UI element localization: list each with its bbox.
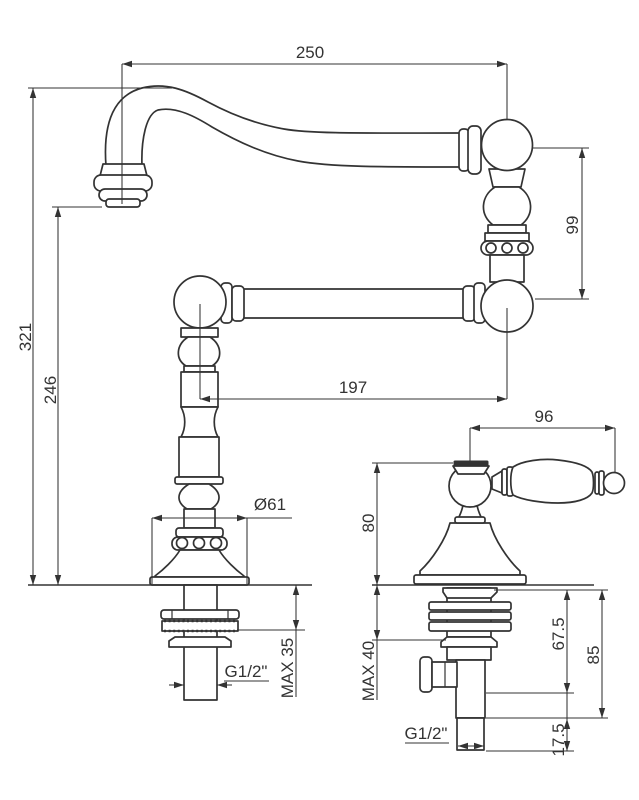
column-cylinder-2 xyxy=(178,436,220,478)
dim-label-246: 246 xyxy=(41,376,60,404)
dim-label-max35: MAX 35 xyxy=(278,638,297,698)
dim-valve-depth-85: 85 xyxy=(486,590,608,719)
column-bead-1 xyxy=(175,536,189,550)
dimension-annotations: 250 99 321 246 197 xyxy=(16,43,616,757)
lever-neck xyxy=(491,470,503,494)
lever-knob xyxy=(602,471,626,495)
dim-spout-reach-250: 250 xyxy=(121,43,508,204)
dim-label-96: 96 xyxy=(535,407,554,426)
riser-ring-1 xyxy=(487,224,527,234)
dim-label-max40: MAX 40 xyxy=(359,641,378,701)
dim-base-diameter-61: Ø61 xyxy=(151,495,292,584)
column-bead-3 xyxy=(209,536,223,550)
riser-column xyxy=(480,168,534,283)
dim-label-80: 80 xyxy=(359,514,378,533)
spout xyxy=(93,85,482,208)
dim-label-17-5: 17.5 xyxy=(549,723,568,756)
column-urn-1 xyxy=(177,336,221,367)
valve-right-view xyxy=(372,458,626,751)
base-bell xyxy=(154,549,245,578)
dim-valve-depth-67-5: 67.5 xyxy=(486,589,608,719)
escutcheon-lip xyxy=(413,574,527,585)
dim-arm-length-197: 197 xyxy=(199,304,508,403)
dim-label-99: 99 xyxy=(563,216,582,235)
dim-handle-length-96: 96 xyxy=(469,407,616,472)
column-bead-2 xyxy=(192,536,206,550)
valve-body-under-deck xyxy=(419,587,512,751)
dim-label-67-5: 67.5 xyxy=(549,617,568,650)
arm-collar-left-2 xyxy=(231,285,245,322)
dim-total-height-321: 321 xyxy=(16,87,172,585)
riser-cylinder xyxy=(489,254,525,283)
side-outlet-flange xyxy=(419,656,433,693)
column-urn-2 xyxy=(178,483,220,510)
dim-label-85: 85 xyxy=(584,646,603,665)
valve-top-nut xyxy=(442,587,498,599)
riser-bead-1 xyxy=(485,242,497,254)
dim-thread-right-g12: G1/2" xyxy=(405,724,484,750)
base-bell-lip xyxy=(149,576,250,586)
dim-spout-height-246: 246 xyxy=(41,206,102,585)
riser-ring-2 xyxy=(484,232,530,242)
dim-label-321: 321 xyxy=(16,323,35,351)
dim-label-d61: Ø61 xyxy=(254,495,286,514)
dim-shank-17-5: 17.5 xyxy=(486,719,574,757)
valve-fin-3 xyxy=(428,621,512,632)
faucet-left-view xyxy=(28,85,534,701)
dim-label-197: 197 xyxy=(339,378,367,397)
spout-collar-ring-2 xyxy=(467,125,482,175)
dim-handle-height-80: 80 xyxy=(359,462,453,585)
dim-swivel-offset-99: 99 xyxy=(533,147,589,300)
mounting-nut-left xyxy=(168,636,232,648)
dim-thread-left-g12: G1/2" xyxy=(169,662,269,689)
washer-plate xyxy=(160,609,240,620)
valve-fin-2 xyxy=(428,611,512,621)
column-flange-2 xyxy=(175,527,224,538)
ball-joint-top xyxy=(480,118,534,172)
handle-assembly xyxy=(413,458,626,585)
valve-fin-1 xyxy=(428,601,512,611)
riser-cup xyxy=(488,168,526,188)
spout-outline xyxy=(104,85,462,168)
column-flange-1 xyxy=(174,476,224,485)
dim-label-250: 250 xyxy=(296,43,324,62)
valve-lower-body xyxy=(455,659,486,719)
dim-max-40: MAX 40 xyxy=(359,585,446,701)
dim-label-g12-left: G1/2" xyxy=(225,662,268,681)
valve-upper-body xyxy=(446,646,492,661)
riser-bead-2 xyxy=(501,242,513,254)
column-waist xyxy=(180,406,219,438)
serrated-washer xyxy=(161,620,239,632)
handle-cap xyxy=(452,465,490,475)
mounting-hardware-left xyxy=(160,584,240,701)
handle-stem-flare xyxy=(454,516,486,524)
lever-grip xyxy=(509,458,595,504)
aerator-cap xyxy=(105,198,141,208)
arm-tube xyxy=(242,288,466,319)
riser-urn xyxy=(482,186,532,226)
threaded-shank-right xyxy=(456,717,485,751)
dim-label-g12-right: G1/2" xyxy=(405,724,448,743)
valve-bottom-nut xyxy=(440,636,498,648)
riser-bead-3 xyxy=(517,242,529,254)
escutcheon-bell xyxy=(419,522,521,576)
swivel-arm xyxy=(220,282,486,324)
dim-max-35: MAX 35 xyxy=(237,585,305,698)
